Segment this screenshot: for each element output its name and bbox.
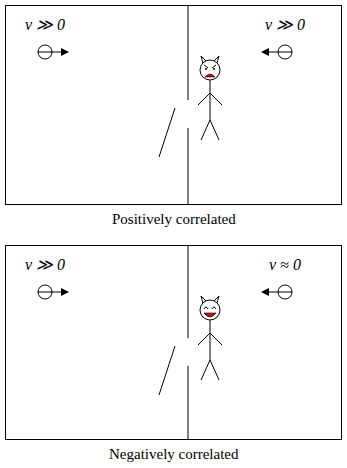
panel-box: v ≫ 0v ≫ 0Positively correlated — [5, 5, 342, 205]
panel-box: v ≫ 0v ≈ 0Negatively correlated — [5, 245, 342, 440]
velocity-label: v ≫ 0 — [265, 15, 305, 35]
panel-caption: Positively correlated — [112, 210, 236, 228]
velocity-label: v ≫ 0 — [25, 15, 65, 35]
panel-caption: Negatively correlated — [109, 445, 239, 463]
velocity-label: v ≫ 0 — [25, 255, 65, 275]
velocity-label: v ≈ 0 — [269, 255, 301, 275]
